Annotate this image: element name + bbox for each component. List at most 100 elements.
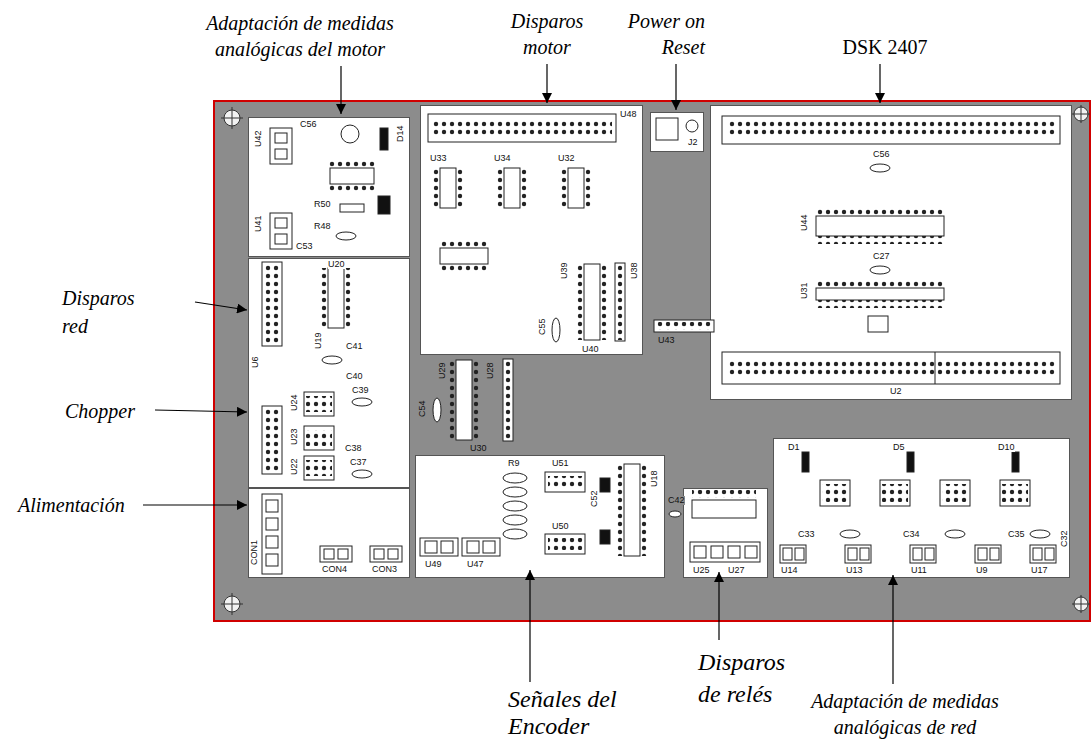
motor-analog-parts [328,184,376,192]
leader-arrow [195,302,247,310]
board-section: CON1CON4CON3 [248,488,410,578]
grid-trigger-parts [262,262,372,480]
encoder-parts [600,478,610,492]
board-parts [503,359,513,441]
motor-trigger-parts [440,240,488,248]
motor-analog-parts [330,168,374,184]
component-designator: C38 [345,444,362,453]
component-designator: U33 [430,154,447,163]
component-designator: D14 [396,125,405,142]
power-terminals [338,549,348,559]
grid-analog-parts [925,548,934,560]
encoder-parts [600,530,610,544]
grid-trigger-parts [344,268,352,328]
grid-trigger-parts [320,268,328,328]
encoder-parts [548,538,584,550]
grid-analog-parts [1030,545,1056,563]
motor-trigger-parts [584,168,592,208]
component-designator: U39 [560,262,569,279]
component-designator: C56 [300,120,317,129]
encoder-parts [483,541,495,553]
grid-analog-parts [945,530,965,538]
dsk-connector-parts [722,116,1060,144]
board-parts [669,511,681,517]
encoder-parts [503,501,527,511]
component-designator: U28 [486,362,495,379]
component-designator: U32 [558,154,575,163]
dsk-connector-parts [935,352,936,384]
component-designator: C55 [538,318,547,335]
board-section: U20U19C41U6U24C40C39U23C38C37U22 [248,258,410,488]
board-parts [656,322,712,330]
component-designator: U51 [552,459,569,468]
label-layer: Adaptación de medidas analógicas del mot… [0,0,1091,460]
grid-trigger-parts [306,430,332,446]
callout-label: Chopper [65,398,165,424]
reset-parts [686,120,698,132]
grid-analog-parts [910,545,936,563]
component-designator: U47 [467,560,484,569]
encoder-parts [420,464,648,556]
board-parts [504,360,512,440]
component-designator: U17 [1031,566,1048,575]
grid-analog-parts [845,545,871,563]
motor-trigger-parts [552,318,560,342]
encoder-parts [503,473,527,483]
grid-analog-parts [780,545,806,563]
dsk-connector-parts [728,120,1056,136]
grid-analog-parts [940,480,970,506]
encoder-parts [616,464,624,556]
component-designator: U27 [728,566,745,575]
encoder-parts [503,529,527,539]
callout-label: Adaptación de medidas analógicas de red [785,688,1025,740]
component-designator: C33 [798,530,815,539]
dsk-connector-parts [728,360,1056,376]
board-parts [433,398,441,422]
motor-trigger-parts [568,168,584,208]
relay-parts [694,546,706,558]
component-designator: C41 [346,342,363,351]
dsk-connector-parts [722,116,1060,384]
grid-analog-parts [820,480,850,506]
encoder-parts [548,476,584,488]
grid-analog-parts [880,480,910,506]
board-section: U42C56U41C53R50R48D14 [248,117,410,257]
dsk-connector-parts [816,280,944,288]
motor-trigger-parts [616,264,624,340]
motor-analog-parts [275,133,287,143]
grid-analog-parts [840,530,860,538]
motor-analog-parts [275,234,287,244]
grid-analog-parts [1000,480,1030,506]
mounting-hole [1072,105,1090,123]
component-designator: C40 [346,372,363,381]
power-terminals [388,549,398,559]
mounting-hole [221,105,1090,615]
component-designator: U49 [425,560,442,569]
component-designator: C54 [418,400,427,417]
relay-parts [728,546,740,558]
motor-analog-parts [378,196,390,214]
grid-trigger-parts [264,408,280,472]
encoder-parts [640,464,648,556]
component-designator: C35 [1008,530,1025,539]
power-terminals [320,546,352,562]
motor-trigger-parts [432,168,440,208]
dsk-connector-parts [816,216,944,236]
mounting-hole [1074,597,1088,611]
component-designator: C27 [873,252,890,261]
motor-analog-parts [275,218,287,228]
component-designator: C52 [590,490,599,507]
leader-arrow [675,64,676,110]
grid-trigger-parts [304,456,334,480]
motor-analog-parts [270,125,390,249]
relay-parts [692,500,756,518]
board-section: U48U33U34U32U39C55U40U38 [420,105,643,355]
power-terminals [266,536,278,548]
board-section: R9U51C52U50U18U49U47 [415,455,665,578]
power-terminals [266,554,278,566]
component-designator: U41 [254,215,263,232]
component-designator: U31 [800,282,809,299]
motor-trigger-parts [504,168,520,208]
